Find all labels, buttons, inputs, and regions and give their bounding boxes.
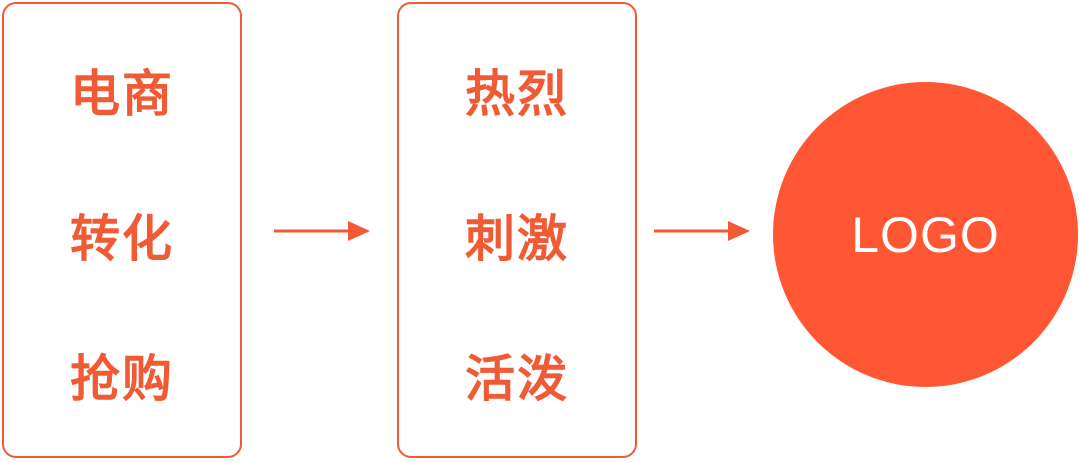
logo-circle: LOGO — [773, 82, 1078, 387]
keyword-conversion: 转化 — [70, 210, 174, 268]
keyword-box-left: 电商 转化 抢购 — [2, 2, 242, 458]
keyword-box-middle: 热烈 刺激 活泼 — [397, 2, 637, 458]
mood-lively: 活泼 — [465, 350, 569, 408]
mood-fiery: 热烈 — [465, 65, 569, 123]
right-arrow-icon — [654, 221, 750, 241]
keyword-ecommerce: 电商 — [70, 65, 174, 123]
keyword-flash-sale: 抢购 — [70, 350, 174, 408]
right-arrow-icon — [274, 221, 370, 241]
mood-exciting: 刺激 — [465, 210, 569, 268]
logo-label: LOGO — [851, 206, 1000, 263]
